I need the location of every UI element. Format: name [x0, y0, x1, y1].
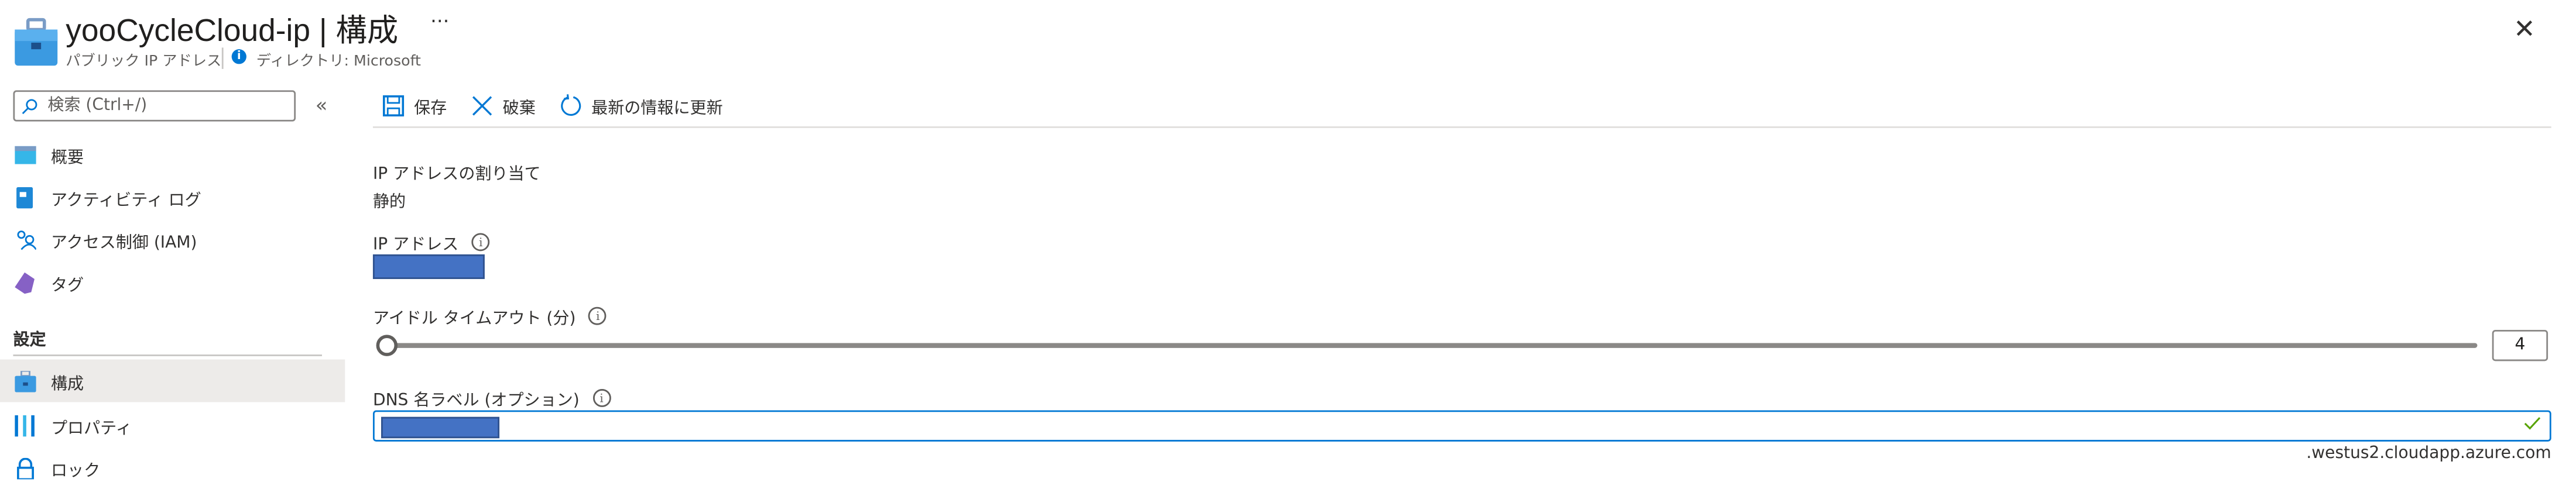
sidebar-item-properties[interactable]: プロパティ: [0, 404, 345, 446]
info-icon: i: [231, 49, 246, 64]
idle-timeout-label-row: アイドル タイムアウト (分) i: [373, 304, 607, 328]
toolbar-divider: [372, 126, 2551, 128]
save-label: 保存: [414, 99, 447, 118]
close-button[interactable]: ✕: [2513, 13, 2536, 44]
info-icon[interactable]: i: [471, 233, 490, 252]
resource-type: パブリック IP アドレス: [66, 54, 222, 71]
directory-label: ディレクトリ: Microsoft: [256, 54, 421, 71]
sidebar-item-tags[interactable]: タグ: [0, 261, 345, 304]
sidebar-item-label: アクティビティ ログ: [50, 191, 201, 209]
save-button[interactable]: 保存: [382, 92, 447, 118]
idle-timeout-label: アイドル タイムアウト (分): [372, 310, 576, 329]
dns-name-input[interactable]: [372, 410, 2551, 442]
sidebar-item-lock[interactable]: ロック: [0, 446, 345, 489]
idle-timeout-slider-track[interactable]: [388, 343, 2478, 348]
ip-address-label-row: IP アドレス i: [373, 230, 490, 254]
refresh-button[interactable]: 最新の情報に更新: [560, 92, 723, 118]
sidebar-item-label: 構成: [50, 375, 84, 394]
tag-icon: [13, 271, 36, 294]
valid-check-icon: [2524, 417, 2541, 430]
discard-icon: [472, 95, 492, 115]
sidebar-item-label: 概要: [50, 148, 84, 167]
info-icon[interactable]: i: [588, 307, 607, 325]
idle-timeout-slider-thumb[interactable]: [376, 335, 398, 356]
sidebar-item-label: ロック: [50, 462, 101, 480]
configuration-icon: [13, 369, 36, 392]
info-icon[interactable]: i: [592, 389, 611, 407]
sidebar-item-activity-log[interactable]: アクティビティ ログ: [0, 175, 345, 218]
section-divider: [13, 354, 322, 356]
sidebar-item-label: アクセス制御 (IAM): [50, 233, 197, 252]
lock-icon: [13, 456, 36, 479]
page-title: yooCycleCloud-ip | 構成: [66, 15, 399, 50]
save-icon: [382, 94, 405, 116]
refresh-icon: [561, 94, 581, 116]
sidebar-item-overview[interactable]: 概要: [0, 133, 345, 175]
search-input[interactable]: [44, 95, 297, 117]
idle-timeout-value-input[interactable]: 4: [2492, 330, 2548, 361]
discard-label: 破棄: [502, 99, 536, 118]
sidebar-item-configuration[interactable]: 構成: [0, 359, 345, 402]
search-icon: [22, 99, 37, 115]
settings-section-heading: 設定: [13, 331, 46, 350]
sidebar-item-iam[interactable]: アクセス制御 (IAM): [0, 218, 345, 261]
redacted-dns-value: [381, 416, 500, 438]
redacted-ip-address: [372, 254, 485, 280]
search-box[interactable]: [13, 90, 297, 122]
ip-assignment-label: IP アドレスの割り当て: [372, 166, 541, 184]
dns-label-row: DNS 名ラベル (オプション) i: [372, 385, 611, 411]
ip-assignment-value: 静的: [372, 194, 406, 212]
overview-icon: [13, 143, 36, 166]
sidebar-item-label: プロパティ: [50, 419, 132, 438]
iam-icon: [13, 228, 36, 251]
dns-suffix: .westus2.cloudapp.azure.com: [2306, 445, 2551, 463]
activity-log-icon: [13, 185, 36, 208]
properties-icon: [13, 414, 36, 436]
refresh-label: 最新の情報に更新: [591, 99, 723, 118]
ip-address-label: IP アドレス: [372, 236, 459, 254]
public-ip-resource-icon: [13, 16, 59, 74]
more-options-button[interactable]: ···: [430, 9, 450, 33]
collapse-sidebar-button[interactable]: «: [315, 93, 328, 117]
dns-label: DNS 名ラベル (オプション): [372, 392, 580, 411]
sidebar-item-label: タグ: [50, 276, 84, 295]
header-divider: [221, 47, 224, 69]
discard-button[interactable]: 破棄: [471, 92, 536, 118]
